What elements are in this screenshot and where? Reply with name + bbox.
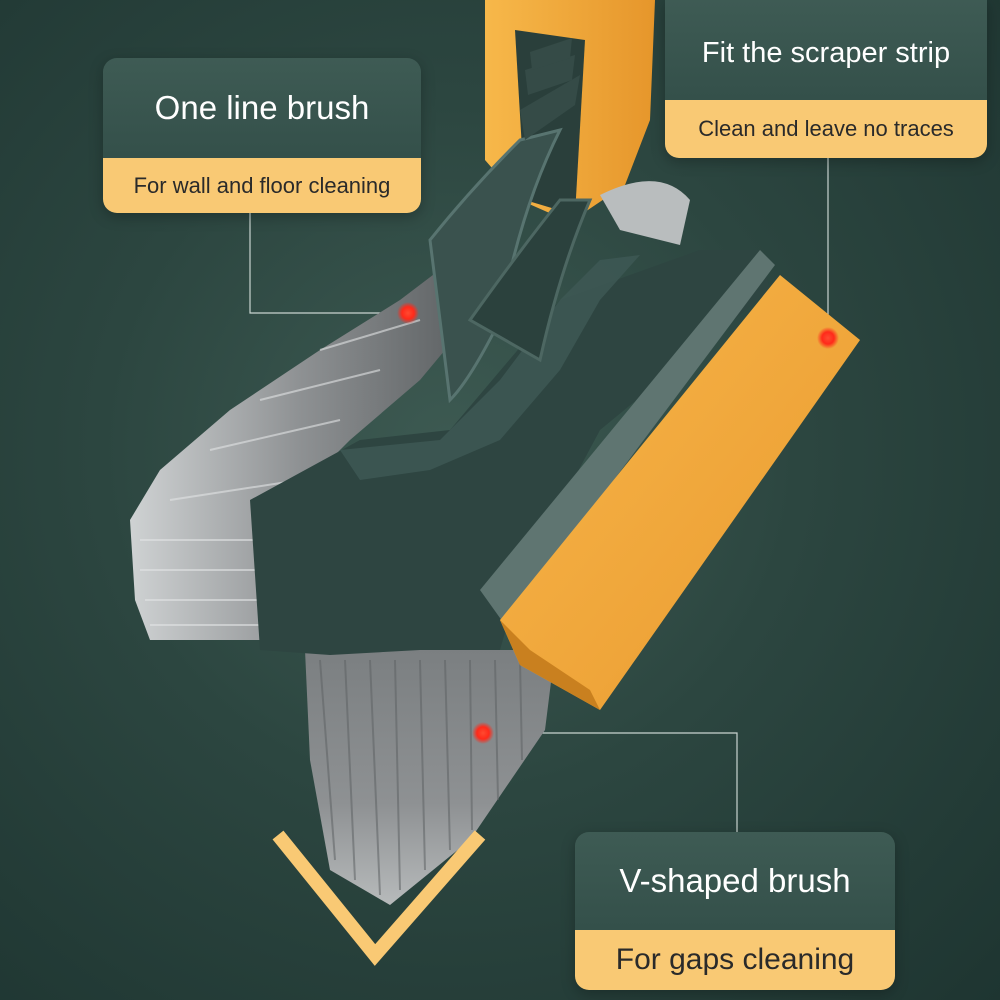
callout-title: One line brush <box>103 58 421 158</box>
callout-title: Fit the scraper strip <box>665 0 987 100</box>
callout-title: V-shaped brush <box>575 832 895 930</box>
callout-one-line-brush: One line brush For wall and floor cleani… <box>103 58 421 213</box>
callout-subtitle: For wall and floor cleaning <box>103 158 421 213</box>
connector-lines <box>249 158 829 832</box>
marker-one-line-dot <box>397 302 419 324</box>
connector-v-shaped <box>483 732 738 832</box>
callout-subtitle: Clean and leave no traces <box>665 100 987 158</box>
brush-head <box>250 38 770 655</box>
marker-scraper-dot <box>817 327 839 349</box>
v-bristles <box>305 650 555 905</box>
callout-v-shaped-brush: V-shaped brush For gaps cleaning <box>575 832 895 990</box>
callout-subtitle: For gaps cleaning <box>575 930 895 990</box>
rotation-ring <box>600 181 690 245</box>
connector-one-line <box>249 213 408 314</box>
scraper-strip <box>480 250 860 710</box>
line-bristles <box>130 262 470 640</box>
callout-scraper-strip: Fit the scraper strip Clean and leave no… <box>665 0 987 158</box>
v-chevron-icon <box>272 830 486 966</box>
feature-markers <box>397 302 839 744</box>
marker-v-shaped-dot <box>472 722 494 744</box>
